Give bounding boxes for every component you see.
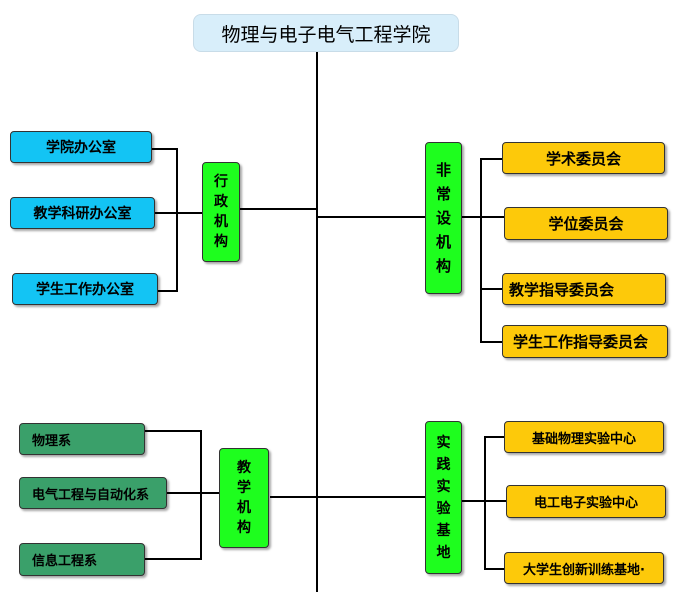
- central-trunk-line: [316, 52, 318, 592]
- teaching-bracket-vertical: [200, 430, 202, 560]
- teaching-bracket-mid: [167, 492, 219, 494]
- nonpermanent-bracket-bottom: [480, 341, 502, 343]
- committee-student-work-guidance: 学生工作指导委员会: [502, 325, 668, 358]
- admin-group-label: 行政机构: [202, 162, 240, 262]
- nonpermanent-bracket-top: [480, 158, 502, 160]
- practice-bracket-bottom: [484, 568, 504, 570]
- page-title: 物理与电子电气工程学院: [193, 14, 459, 52]
- nonpermanent-group-text: 非常设机构: [435, 161, 451, 275]
- committee-academic: 学术委员会: [502, 142, 665, 174]
- center-basic-physics-lab: 基础物理实验中心: [504, 421, 664, 453]
- teaching-group-text: 教学机构: [237, 460, 251, 536]
- practice-branch-line: [317, 496, 425, 498]
- nonpermanent-branch-line: [317, 216, 425, 218]
- admin-branch-line: [240, 208, 317, 210]
- teaching-bracket-top: [145, 430, 201, 432]
- practice-bracket-vertical: [484, 436, 486, 570]
- admin-item-research-office: 教学科研办公室: [10, 197, 155, 229]
- practice-bracket-mid: [462, 500, 506, 502]
- nonpermanent-group-label: 非常设机构: [425, 142, 462, 294]
- admin-group-text: 行政机构: [214, 174, 228, 250]
- base-student-innovation-training: 大学生创新训练基地·: [504, 552, 664, 584]
- admin-bracket-bottom: [158, 290, 177, 292]
- teaching-branch-line: [270, 496, 317, 498]
- nonpermanent-bracket-mid: [462, 216, 504, 218]
- practice-bracket-top: [484, 436, 504, 438]
- admin-bracket-mid: [155, 212, 205, 214]
- committee-degree: 学位委员会: [504, 207, 668, 240]
- admin-bracket-top: [152, 148, 177, 150]
- nonpermanent-bracket-3: [480, 288, 502, 290]
- admin-bracket-vertical: [176, 148, 178, 292]
- admin-item-student-office: 学生工作办公室: [12, 273, 158, 305]
- teaching-group-label: 教学机构: [219, 448, 269, 548]
- department-information-engineering: 信息工程系: [19, 543, 145, 576]
- department-electrical-automation: 电气工程与自动化系: [19, 477, 167, 509]
- practice-group-text: 实践实验基地: [436, 434, 451, 561]
- committee-teaching-guidance: 教学指导委员会: [502, 273, 666, 305]
- nonpermanent-bracket-vertical: [480, 158, 482, 342]
- practice-group-label: 实践实验基地: [425, 421, 462, 574]
- admin-item-office: 学院办公室: [10, 131, 152, 163]
- teaching-bracket-bottom: [145, 558, 201, 560]
- department-physics: 物理系: [19, 423, 145, 455]
- center-electronics-lab: 电工电子实验中心: [506, 485, 666, 518]
